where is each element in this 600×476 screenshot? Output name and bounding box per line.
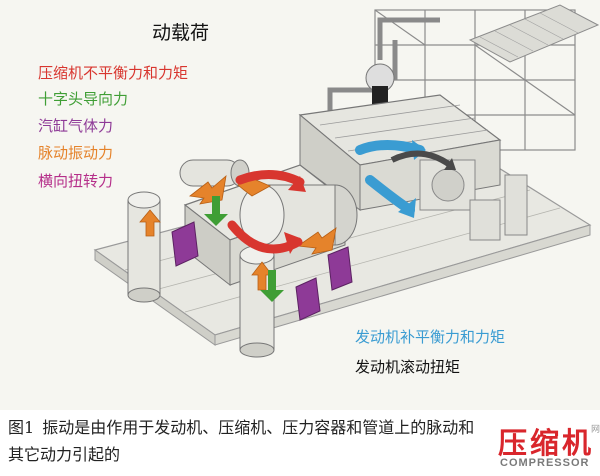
label-engine-roll-torque: 发动机滚动扭矩 <box>355 358 461 376</box>
label-pulsation-force: 脉动振动力 <box>38 144 114 162</box>
caption-text: 振动是由作用于发动机、压缩机、压力容器和管道上的脉动和其它动力引起的 <box>8 418 475 464</box>
label-lateral-torsion-force: 横向扭转力 <box>38 172 114 190</box>
label-cylinder-gas-force: 汽缸气体力 <box>38 117 114 135</box>
watermark-text: COMPRESSOR <box>500 457 590 469</box>
caption-label: 图1 <box>8 418 35 437</box>
label-compressor-unbalance: 压缩机不平衡力和力矩 <box>38 64 189 82</box>
label-engine-unbalance: 发动机补平衡力和力矩 <box>355 328 506 346</box>
label-crosshead-guide-force: 十字头导向力 <box>38 90 129 108</box>
compressor-diagram: 动载荷 压缩机不平衡力和力矩 十字头导向力 汽缸气体力 脉动振动力 横向扭转力 … <box>0 0 600 410</box>
watermark: 压缩机 网 COMPRESSOR <box>498 420 599 474</box>
watermark-logo: 压缩机 <box>498 426 595 460</box>
watermark-logo-suffix: 网 <box>589 424 599 433</box>
compressor-illustration <box>93 4 600 358</box>
diagram-title: 动载荷 <box>152 22 210 44</box>
